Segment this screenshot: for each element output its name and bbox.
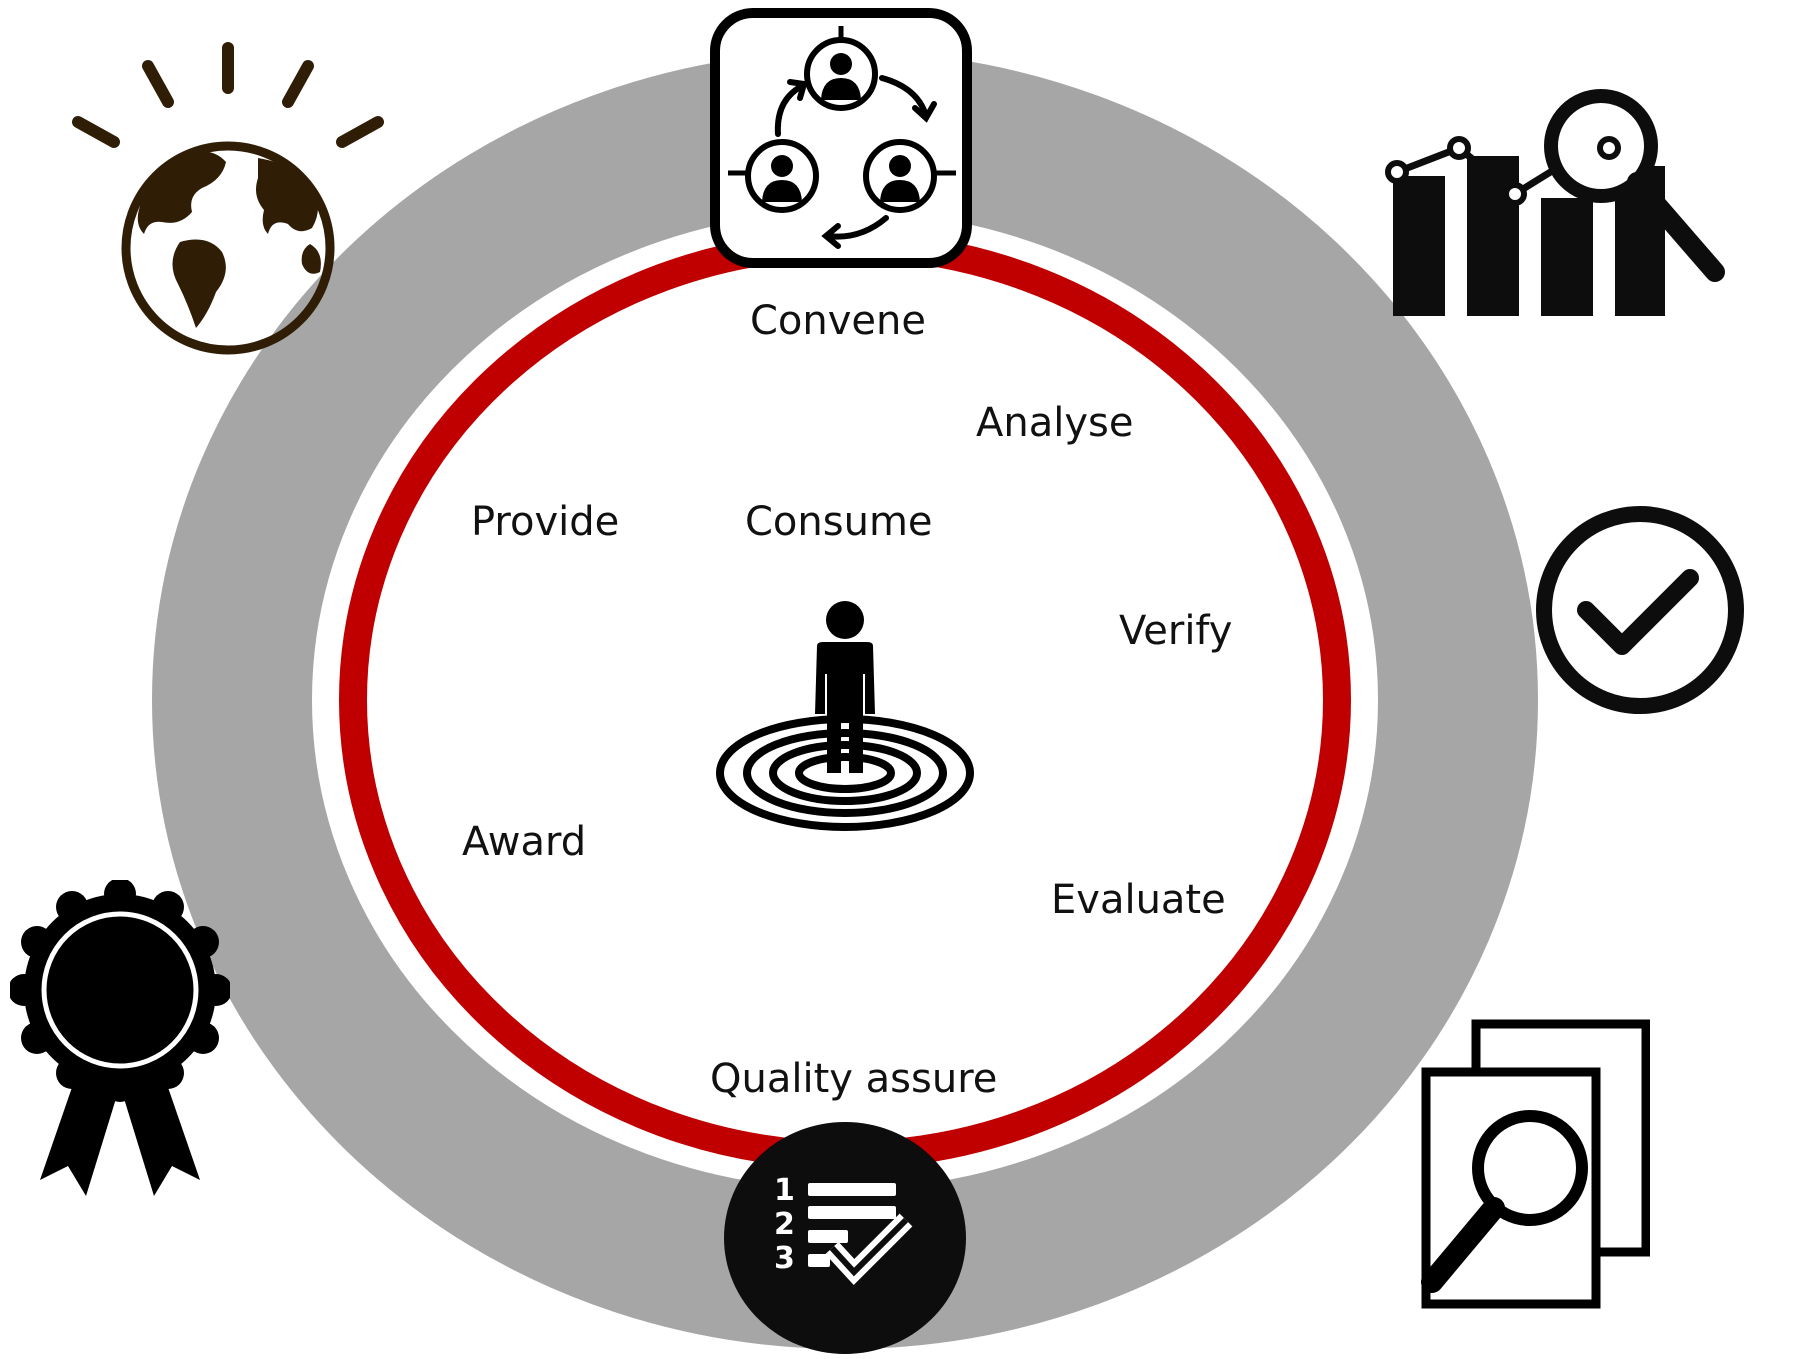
person-on-target-icon — [716, 601, 974, 831]
label-consume: Consume — [745, 499, 933, 545]
check-circle-icon — [1536, 506, 1744, 714]
label-provide: Provide — [471, 499, 620, 545]
label-award: Award — [462, 819, 587, 865]
numbered-checklist-icon: 1 2 3 — [724, 1122, 966, 1354]
label-verify: Verify — [1119, 608, 1233, 654]
chart-magnifier-icon — [1385, 89, 1725, 316]
svg-text:3: 3 — [774, 1241, 795, 1276]
globe-idea-icon — [72, 42, 384, 355]
label-analyse: Analyse — [976, 400, 1134, 446]
people-cycle-icon — [710, 8, 972, 268]
svg-text:2: 2 — [774, 1207, 795, 1242]
label-quality-assure: Quality assure — [710, 1056, 998, 1102]
svg-text:1: 1 — [774, 1173, 795, 1208]
label-convene: Convene — [750, 298, 926, 344]
label-evaluate: Evaluate — [1051, 877, 1226, 923]
document-search-icon — [1421, 1019, 1650, 1309]
award-ribbon-icon — [10, 880, 230, 1196]
